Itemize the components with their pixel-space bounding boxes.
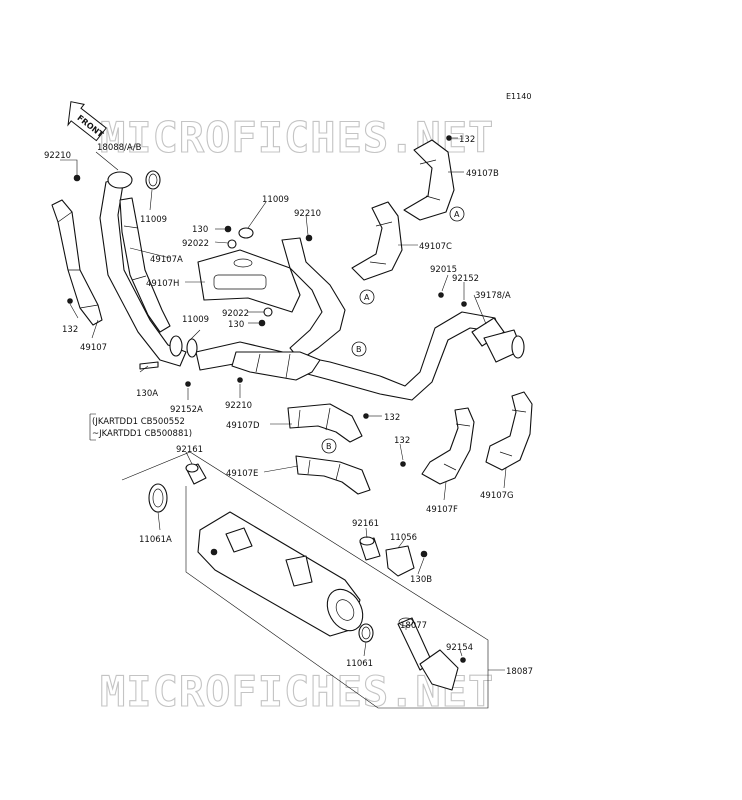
label-18087: 18087 bbox=[506, 667, 533, 677]
heat-guard-49107 bbox=[51, 199, 103, 326]
nut-92015 bbox=[438, 292, 444, 298]
heat-shield-49107H bbox=[197, 249, 301, 313]
label-132: 132 bbox=[394, 436, 410, 446]
label-92161: 92161 bbox=[176, 445, 203, 455]
label-49107H: 49107H bbox=[146, 279, 179, 289]
label-92022: 92022 bbox=[182, 239, 209, 249]
label-11009: 11009 bbox=[182, 315, 209, 325]
heat-guard-49107D bbox=[287, 403, 363, 443]
washer-92022-b bbox=[263, 307, 273, 317]
label-130B: 130B bbox=[410, 575, 432, 585]
gasket-11009-mid bbox=[238, 227, 254, 239]
callout-b-text: B bbox=[356, 345, 362, 354]
serial-note-line-2: ~JKARTDD1 CB500881) bbox=[92, 429, 192, 439]
heat-guard-49107E bbox=[295, 455, 371, 495]
label-49107G: 49107G bbox=[480, 491, 514, 501]
label-49107E: 49107E bbox=[226, 469, 258, 479]
label-132: 132 bbox=[384, 413, 400, 423]
heat-guard-49107A bbox=[119, 197, 171, 333]
callout-b-mid: B bbox=[351, 341, 367, 357]
label-11056: 11056 bbox=[390, 533, 417, 543]
bolt-130A bbox=[139, 361, 159, 370]
callout-b-text: B bbox=[326, 442, 332, 451]
rear-exhaust-pipe bbox=[281, 237, 346, 361]
label-39178A: 39178/A bbox=[475, 291, 511, 301]
label-132: 132 bbox=[62, 325, 78, 335]
label-92152A: 92152A bbox=[170, 405, 203, 415]
bolt-130-a bbox=[224, 225, 232, 233]
leader-lines bbox=[60, 137, 507, 671]
bolt-92154 bbox=[460, 657, 466, 663]
heat-guard-49107F bbox=[421, 407, 475, 485]
gasket-11061A bbox=[148, 483, 168, 513]
bolt-132-left bbox=[67, 298, 73, 304]
gasket-11009-low bbox=[186, 338, 198, 358]
bolt-132-right bbox=[400, 461, 406, 467]
nut-92152 bbox=[461, 301, 467, 307]
heat-guard-49107B bbox=[403, 139, 455, 221]
label-92210: 92210 bbox=[44, 151, 71, 161]
serial-note-line-1: (JKARTDD1 CB500552 bbox=[92, 417, 185, 427]
callout-a-top: A bbox=[449, 206, 465, 222]
callout-b-low: B bbox=[321, 438, 337, 454]
serial-note: (JKARTDD1 CB500552 ~JKARTDD1 CB500881) bbox=[89, 413, 192, 441]
damper-11056 bbox=[385, 545, 415, 577]
figure-id: E1140 bbox=[506, 92, 531, 101]
callout-a-text: A bbox=[454, 210, 460, 219]
label-49107B: 49107B bbox=[466, 169, 499, 179]
washer-92022-a bbox=[227, 239, 237, 249]
label-92022: 92022 bbox=[222, 309, 249, 319]
assembly-outline-18087 bbox=[121, 451, 489, 709]
flange-130A bbox=[169, 335, 183, 357]
bolt-130B bbox=[420, 550, 428, 558]
label-132: 132 bbox=[459, 135, 475, 145]
label-92210: 92210 bbox=[294, 209, 321, 219]
label-92152: 92152 bbox=[452, 274, 479, 284]
nut-92210-low bbox=[237, 377, 243, 383]
label-49107: 49107 bbox=[80, 343, 107, 353]
clamp-39178A bbox=[471, 317, 505, 347]
part-labels: 92210 18088/A/B 11009 49107A 49107H 132 … bbox=[44, 135, 533, 677]
label-18077: 18077 bbox=[400, 621, 427, 631]
tail-pipe-end bbox=[419, 649, 459, 691]
muffler-outlet bbox=[326, 588, 364, 632]
label-11061A: 11061A bbox=[139, 535, 172, 545]
label-11061: 11061 bbox=[346, 659, 373, 669]
nut-92210-top bbox=[73, 174, 81, 182]
bolt-132-mid bbox=[363, 413, 369, 419]
label-130A: 130A bbox=[136, 389, 158, 399]
bolt-132-top bbox=[446, 135, 452, 141]
label-130: 130 bbox=[228, 320, 244, 330]
label-49107A: 49107A bbox=[150, 255, 183, 265]
nut-92152A bbox=[185, 381, 191, 387]
heat-guard-49107C bbox=[351, 201, 403, 281]
gasket-11009-top bbox=[145, 170, 161, 190]
label-18088: 18088/A/B bbox=[97, 143, 142, 153]
label-11009: 11009 bbox=[140, 215, 167, 225]
label-130: 130 bbox=[192, 225, 208, 235]
label-49107C: 49107C bbox=[419, 242, 452, 252]
label-49107F: 49107F bbox=[426, 505, 458, 515]
front-exhaust-pipe bbox=[99, 177, 187, 367]
heat-guard-49107G bbox=[485, 391, 533, 471]
heat-guard-collector bbox=[231, 351, 321, 381]
flange-18088 bbox=[107, 171, 133, 189]
label-92015: 92015 bbox=[430, 265, 457, 275]
label-11009: 11009 bbox=[262, 195, 289, 205]
nut-92210-mid bbox=[305, 234, 313, 242]
label-92210: 92210 bbox=[225, 401, 252, 411]
callout-a-mid: A bbox=[359, 289, 375, 305]
label-92154: 92154 bbox=[446, 643, 473, 653]
bolt-130-b bbox=[258, 319, 266, 327]
label-49107D: 49107D bbox=[226, 421, 260, 431]
callout-a-text: A bbox=[364, 293, 370, 302]
label-92161: 92161 bbox=[352, 519, 379, 529]
